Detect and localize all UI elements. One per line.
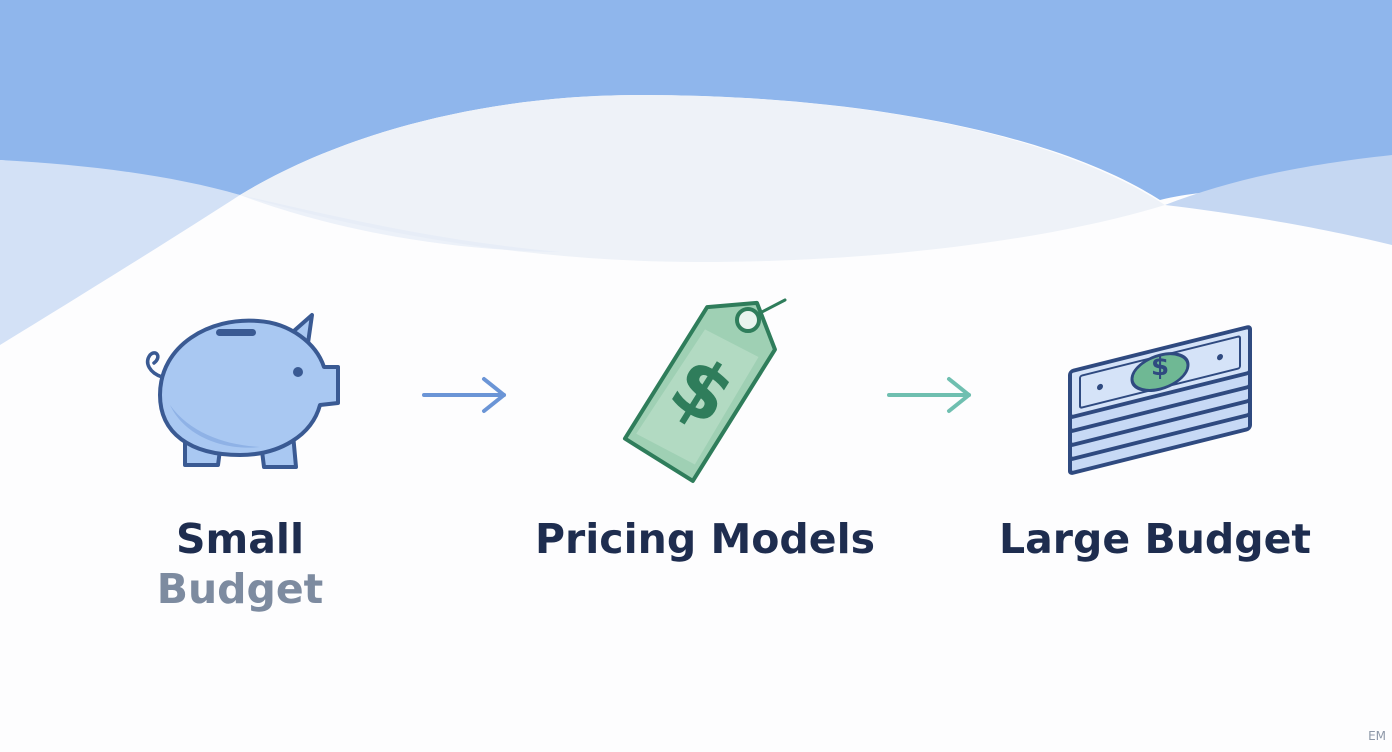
pricing-models-step: $ <box>610 278 800 493</box>
small-budget-step <box>130 305 350 480</box>
small-budget-label-line1: Small <box>175 515 305 563</box>
cash-stack-icon: $ <box>1068 325 1252 475</box>
small-budget-label-line2: Budget <box>156 565 324 613</box>
arrow-right-2 <box>885 375 975 415</box>
price-tag-icon: $ <box>622 298 787 483</box>
pricing-models-label: Pricing Models <box>534 515 876 563</box>
small-budget-label: Small Budget <box>150 514 330 614</box>
piggy-bank-icon <box>145 313 340 469</box>
bill-dollar-symbol: $ <box>1151 352 1169 382</box>
center-dome <box>240 95 1165 262</box>
arrow-right-icon <box>887 377 971 413</box>
left-wave <box>0 160 240 345</box>
watermark: EM <box>1368 729 1386 743</box>
sky-band <box>0 0 1392 200</box>
large-budget-label: Large Budget <box>999 515 1311 563</box>
right-wave <box>1165 155 1392 245</box>
arrow-right-icon <box>422 377 506 413</box>
large-budget-step: $ <box>1060 310 1260 475</box>
arrow-right-1 <box>420 375 510 415</box>
